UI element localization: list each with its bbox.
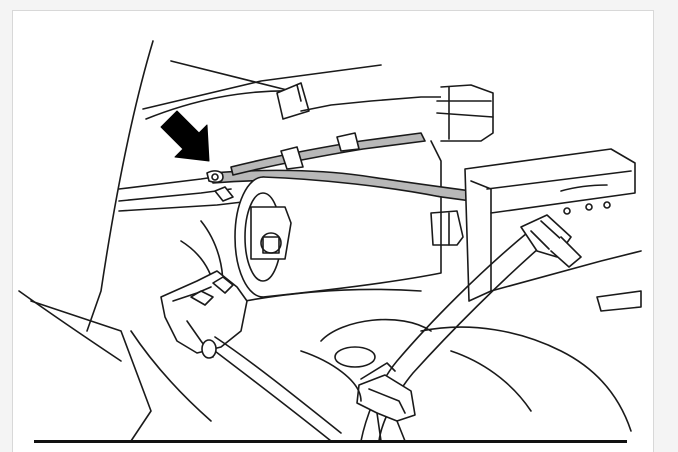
upper-bracket: [276, 82, 494, 190]
line-drawing: [18, 40, 642, 442]
quick-connector: [356, 362, 416, 442]
engine-harness-illustration: [12, 10, 654, 452]
fender-panel: [18, 40, 382, 442]
hose-connector: [360, 214, 582, 442]
filter-canister: [234, 176, 464, 298]
caption-rule: [34, 440, 627, 443]
pointer-arrow-icon: [160, 110, 210, 162]
left-cable-clip: [130, 270, 342, 442]
right-bracket: [464, 148, 642, 302]
